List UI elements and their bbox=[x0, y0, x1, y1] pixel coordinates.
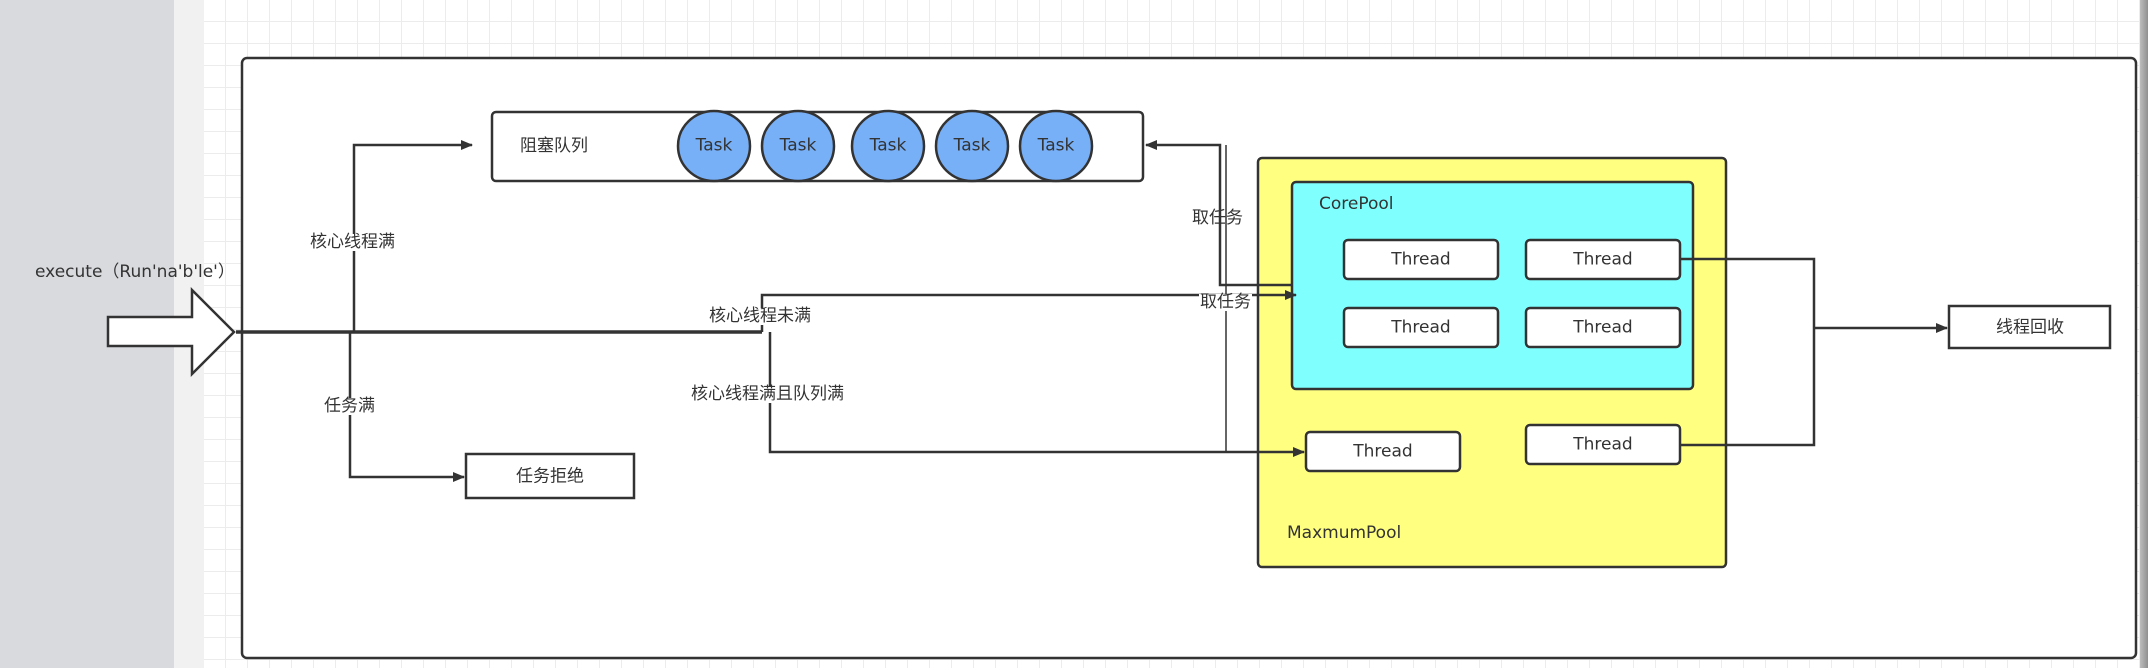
reject-box[interactable] bbox=[464, 452, 636, 500]
edge-task-full bbox=[348, 332, 465, 482]
max-thread-box-1[interactable] bbox=[1304, 430, 1462, 473]
task-circle[interactable] bbox=[676, 109, 752, 183]
task-label: Task bbox=[695, 135, 733, 156]
edge-label-take-task-2: 取任务 bbox=[1199, 292, 1252, 312]
execute-entry-arrow bbox=[106, 286, 236, 378]
max-thread-label-2: Thread bbox=[1573, 434, 1633, 455]
reject-label: 任务拒绝 bbox=[516, 466, 584, 487]
task-label: Task bbox=[779, 135, 817, 156]
core-thread-label-4: Thread bbox=[1573, 317, 1633, 338]
core-thread-box-1[interactable] bbox=[1342, 238, 1500, 281]
edge-take-task-core bbox=[1145, 140, 1292, 287]
edge-label-take-task-1: 取任务 bbox=[1192, 208, 1243, 228]
core-thread-label-3: Thread bbox=[1391, 317, 1451, 338]
task-label: Task bbox=[1037, 135, 1075, 156]
max-thread-label-1: Thread bbox=[1353, 441, 1413, 462]
execute-label: execute（Run'na'b'le'） bbox=[35, 262, 235, 282]
core-thread-box-3[interactable] bbox=[1342, 306, 1500, 349]
max-pool-label: MaxmumPool bbox=[1287, 523, 1402, 543]
edge-recycle-top bbox=[1680, 257, 1816, 447]
edge-label-core-not-full: 核心线程未满 bbox=[708, 306, 812, 326]
recycle-label: 线程回收 bbox=[1996, 317, 2064, 338]
task-label: Task bbox=[869, 135, 907, 156]
edge-core-and-queue-full bbox=[768, 332, 1305, 457]
edge-label-core-full: 核心线程满 bbox=[309, 232, 396, 252]
core-thread-label-1: Thread bbox=[1391, 249, 1451, 270]
core-pool-label: CorePool bbox=[1319, 194, 1394, 214]
queue-label: 阻塞队列 bbox=[520, 136, 588, 156]
edge-label-core-and-queue-full: 核心线程满且队列满 bbox=[690, 384, 845, 404]
right-scroll-edge bbox=[2140, 0, 2148, 668]
task-circle[interactable] bbox=[934, 109, 1010, 183]
recycle-box[interactable] bbox=[1947, 304, 2112, 350]
edge-core-full bbox=[352, 140, 473, 332]
core-thread-box-4[interactable] bbox=[1524, 306, 1682, 349]
task-circle[interactable] bbox=[1018, 109, 1094, 183]
core-thread-label-2: Thread bbox=[1573, 249, 1633, 270]
edge-label-task-full: 任务满 bbox=[323, 396, 376, 416]
task-label: Task bbox=[953, 135, 991, 156]
task-circle[interactable] bbox=[850, 109, 926, 183]
task-circle[interactable] bbox=[760, 109, 836, 183]
